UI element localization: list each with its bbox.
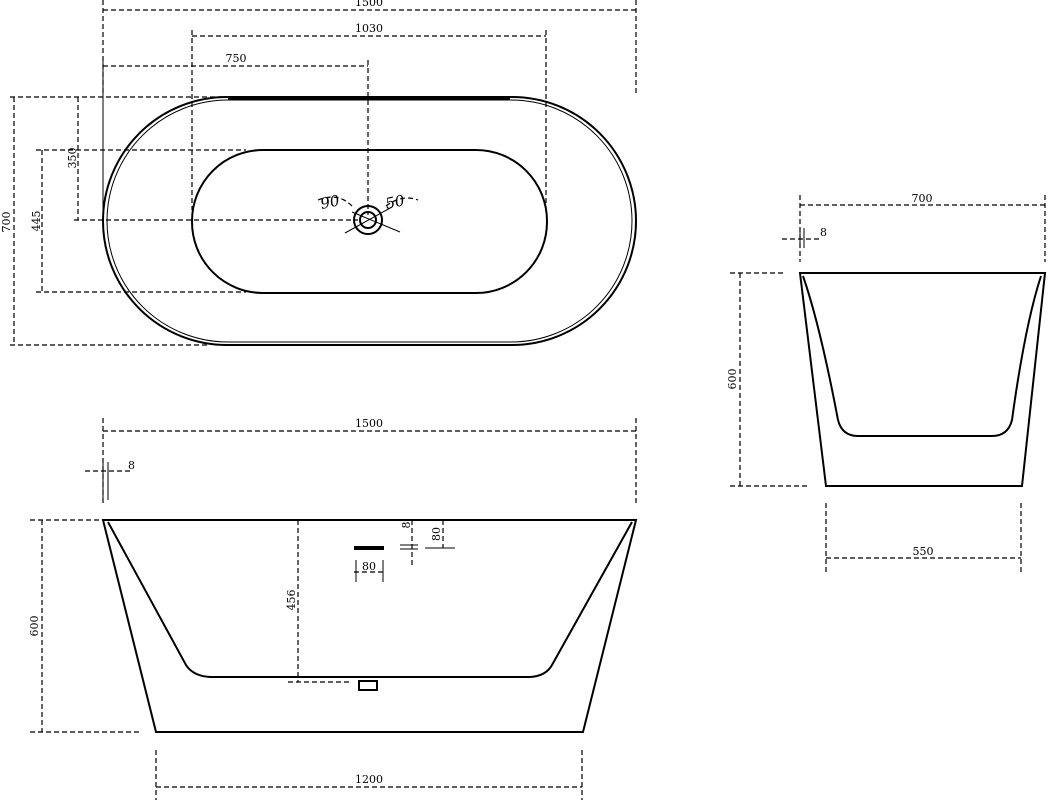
tub-outer-rim-inner-edge	[106, 99, 633, 343]
tub-inner-basin	[191, 149, 548, 294]
front-base-label: 1200	[355, 773, 383, 786]
top-drain-depth-label: 350	[66, 148, 79, 169]
drain-angle-left-label: 90	[319, 191, 342, 213]
side-view: 700 8 600 550	[726, 192, 1047, 572]
drain-inner-circle	[359, 211, 377, 229]
drain-arc-left	[317, 196, 353, 207]
front-height-label: 600	[28, 616, 41, 637]
side-outer-shell	[798, 272, 1047, 487]
overflow-wall-label: 8	[400, 522, 413, 529]
drain-outer-circle	[353, 205, 383, 235]
front-outer-shell	[101, 519, 638, 733]
front-view: 1500 8 600 456 80 8 80 1200	[28, 417, 638, 800]
front-wall-label: 8	[128, 459, 135, 472]
side-base-label: 550	[913, 545, 934, 558]
top-length-label: 1500	[355, 0, 383, 9]
top-inner-label: 1030	[355, 22, 383, 35]
side-inner-basin	[802, 275, 1042, 437]
drain-arc-right	[385, 197, 419, 207]
top-width-label: 700	[0, 212, 13, 233]
top-drain-label: 750	[226, 52, 247, 65]
front-inner-basin	[107, 521, 633, 678]
tub-outer-rim	[102, 96, 637, 346]
top-inner-width-label: 445	[30, 211, 43, 232]
side-height-label: 600	[726, 369, 739, 390]
top-view: 1500 1030 750 700 350 445 90 5	[0, 0, 637, 346]
side-wall-label: 8	[820, 226, 827, 239]
overflow-width-label: 80	[362, 560, 376, 573]
overflow-offset-label: 80	[430, 527, 443, 541]
drain-angle-right-label: 50	[384, 191, 407, 213]
front-length-label: 1500	[355, 417, 383, 430]
front-drain-outlet	[358, 680, 378, 691]
drain-angle-line-b	[351, 211, 401, 233]
side-width-label: 700	[912, 192, 933, 205]
front-depth-label: 456	[285, 590, 298, 611]
drain-angle-line-a	[344, 206, 393, 234]
